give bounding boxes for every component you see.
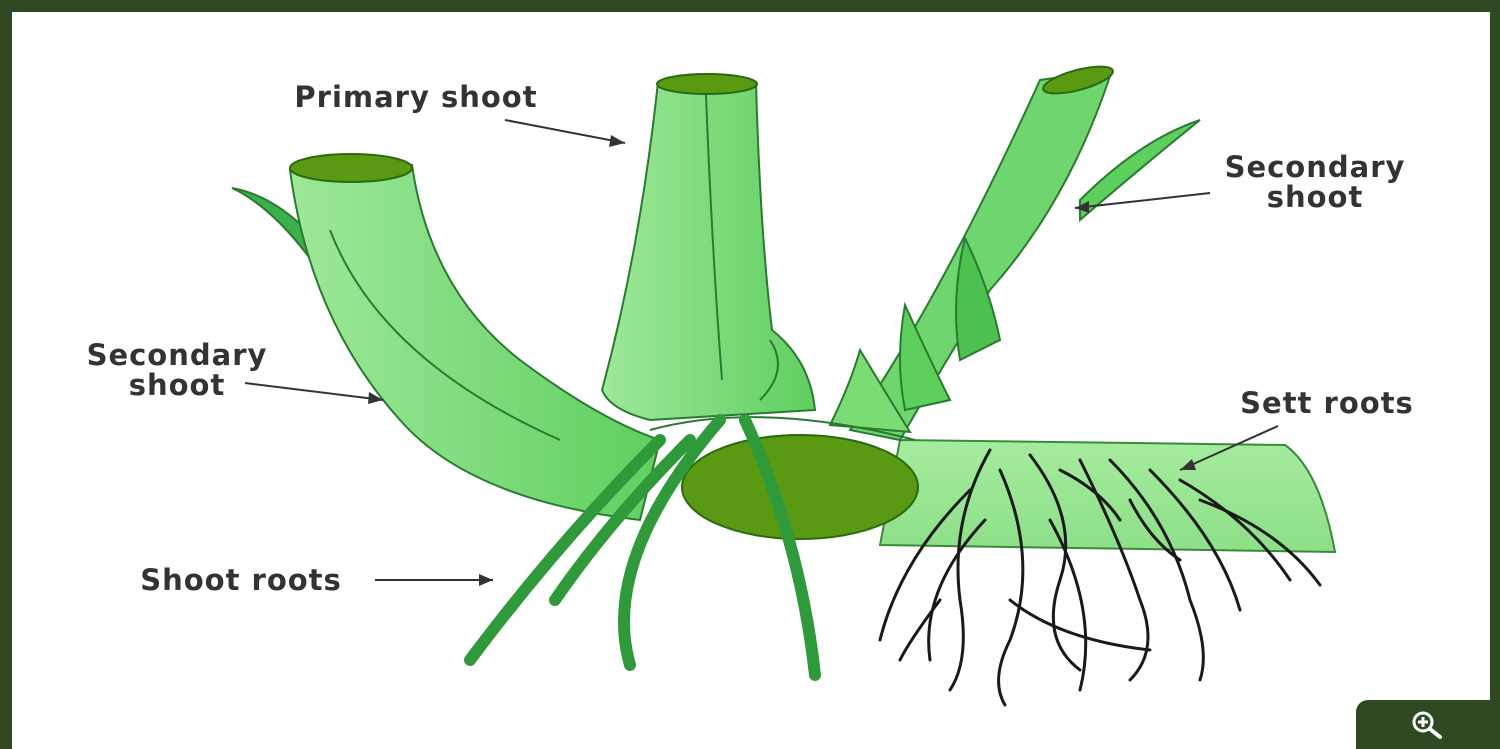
- arrow-primary-shoot: [505, 120, 625, 143]
- sett-root-12: [1010, 600, 1150, 650]
- label-secondary-shoot-left: Secondary shoot: [44, 340, 310, 400]
- right-secondary-stem: [850, 70, 1112, 440]
- label-secondary-shoot-left-line2: shoot: [44, 370, 310, 400]
- label-primary-shoot: Primary shoot: [248, 82, 584, 112]
- zoom-in-icon: [1410, 710, 1446, 740]
- label-secondary-shoot-right-line1: Secondary: [1182, 152, 1448, 182]
- sett-root-13: [900, 600, 940, 660]
- label-sett-roots: Sett roots: [1200, 388, 1454, 418]
- label-secondary-shoot-right-line2: shoot: [1182, 182, 1448, 212]
- arrowhead-primary: [609, 135, 625, 147]
- label-secondary-shoot-left-line1: Secondary: [44, 340, 310, 370]
- zoom-in-button[interactable]: [1356, 700, 1500, 749]
- label-shoot-roots: Shoot roots: [96, 565, 386, 595]
- left-secondary-top: [290, 154, 412, 182]
- label-secondary-shoot-right: Secondary shoot: [1182, 152, 1448, 212]
- primary-shoot-top: [657, 74, 757, 94]
- arrowhead-shoot-roots: [479, 574, 493, 586]
- node-bud: [682, 435, 918, 539]
- left-secondary-stem: [290, 165, 660, 520]
